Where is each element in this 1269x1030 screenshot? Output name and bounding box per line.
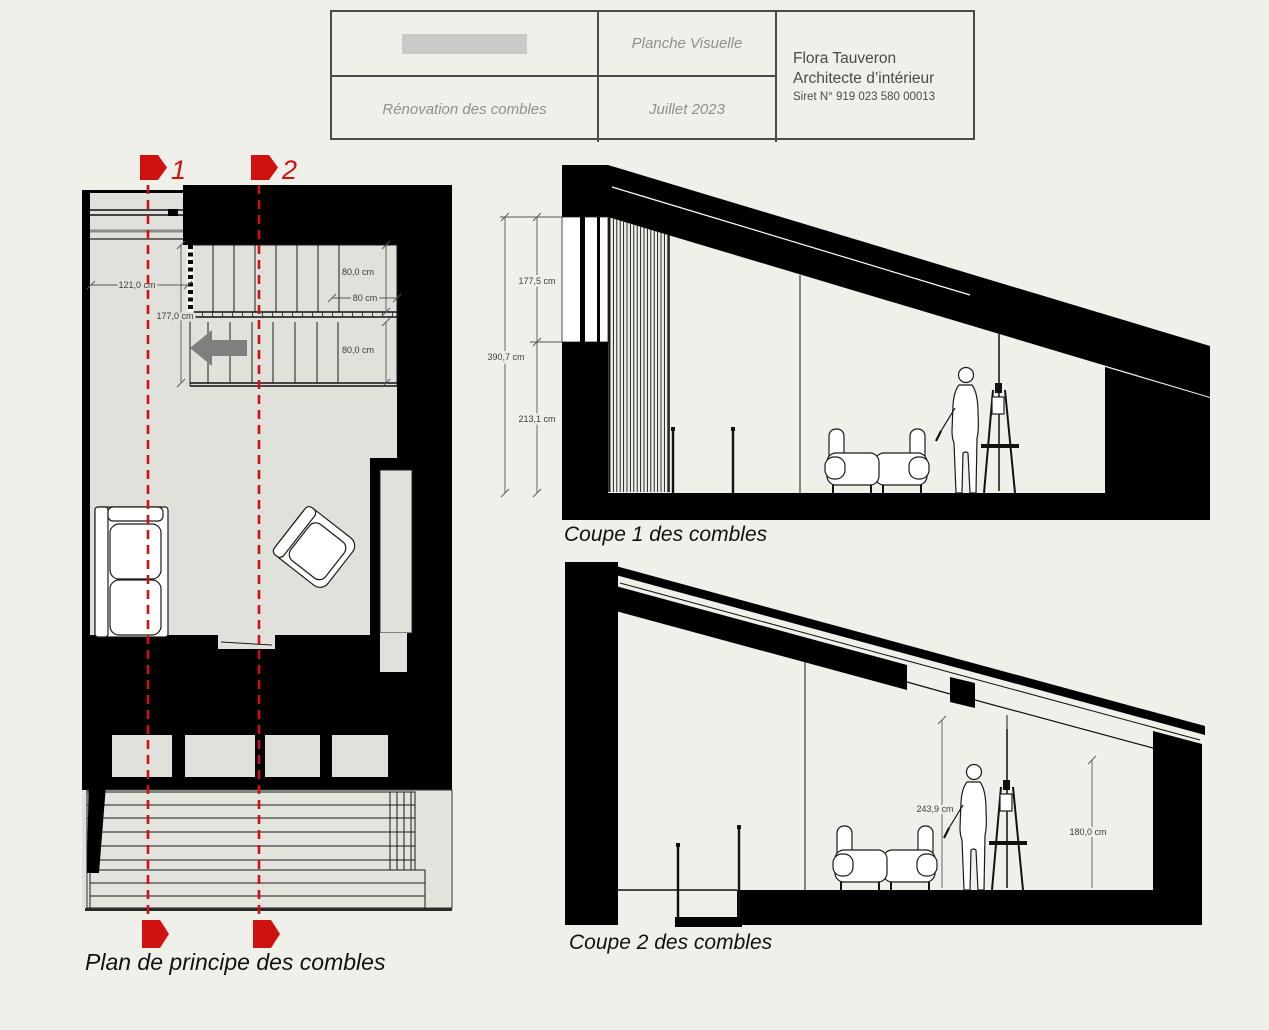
dim-lower-height: 213,1 cm (518, 414, 555, 424)
title-block: Planche Visuelle Flora Tauveron Architec… (330, 10, 977, 142)
coupe2-dimensions: 243,9 cm 180,0 cm (914, 715, 1109, 888)
coupe2-left-wall (565, 562, 618, 925)
title-block-project-cell: Rénovation des combles (332, 77, 599, 142)
project-title: Rénovation des combles (382, 101, 547, 118)
dim-stair-length: 177,0 cm (156, 311, 193, 321)
section-1-drawing: 177,5 cm 390,7 cm 213,1 cm (485, 165, 1210, 520)
coupe1-dimensions: 177,5 cm 390,7 cm 213,1 cm (485, 212, 562, 498)
coupe2-stairwell-guardrail (675, 825, 742, 927)
dim-wall-height: 180,0 cm (1069, 827, 1106, 837)
coupe1-guardrail-posts (671, 427, 735, 493)
section-marker-1-label: 1 (171, 155, 186, 185)
plan-closet (90, 209, 183, 240)
coupe1-slat-partition (608, 217, 670, 492)
title-block-date-cell: Juillet 2023 (599, 77, 777, 142)
dim-stair-landing: 80 cm (353, 293, 378, 303)
architect-siret: Siret N° 919 023 580 00013 (793, 91, 936, 103)
stair-direction-arrow (190, 330, 247, 366)
project-date: Juillet 2023 (649, 101, 725, 118)
title-block-architect-cell: Flora Tauveron Architecte d’intérieur Si… (777, 12, 977, 142)
coupe2-right-wall (1153, 731, 1202, 925)
floor-plan-drawing: 121,0 cm 177,0 cm 80,0 cm 80 cm 80,0 cm … (82, 155, 453, 948)
coupe1-right-wall (1105, 367, 1210, 493)
architect-name: Flora Tauveron (793, 50, 897, 67)
coupe1-roof (608, 165, 1210, 397)
plan-dimensions: 121,0 cm 177,0 cm 80,0 cm 80 cm 80,0 cm (86, 240, 402, 388)
plan-staircase (187, 244, 398, 387)
section-2-drawing: 243,9 cm 180,0 cm (565, 562, 1205, 927)
coupe1-structure (561, 165, 1210, 520)
section-flag-2-top (251, 155, 278, 180)
dim-closet-width: 121,0 cm (118, 280, 155, 290)
plan-armchair (272, 506, 356, 588)
plan-caption: Plan de principe des combles (85, 949, 386, 975)
doc-type-label: Planche Visuelle (631, 35, 743, 52)
plan-walls (82, 185, 452, 790)
dim-stair-lower-flight: 80,0 cm (342, 345, 374, 355)
section-flag-1-bottom (142, 920, 169, 948)
plan-sofa (94, 506, 169, 638)
section-marker-2-label: 2 (281, 155, 297, 185)
coupe2-structure (565, 562, 1205, 927)
title-block-client-cell (332, 12, 599, 77)
section-line-2: 2 (251, 155, 297, 948)
terrace-edge-wedge (87, 710, 112, 873)
redacted-client-name (402, 33, 527, 54)
coupe2-floor (737, 890, 1202, 925)
section-flag-1-top (140, 155, 167, 180)
coupe2-roof-deck (612, 565, 1205, 735)
plan-terrace (85, 710, 453, 911)
coupe1-caption: Coupe 1 des combles (564, 523, 768, 546)
dim-total-height: 390,7 cm (487, 352, 524, 362)
architect-role: Architecte d’intérieur (793, 70, 935, 87)
dim-ceiling-height: 243,9 cm (916, 804, 953, 814)
section-line-1: 1 (140, 155, 186, 948)
title-block-doctype-cell: Planche Visuelle (599, 12, 777, 77)
section-flag-2-bottom (253, 920, 280, 948)
coupe1-floor (562, 493, 1210, 520)
dim-upper-height: 177,5 cm (518, 276, 555, 286)
dim-stair-upper-flight: 80,0 cm (342, 267, 374, 277)
coupe2-caption: Coupe 2 des combles (569, 931, 773, 954)
